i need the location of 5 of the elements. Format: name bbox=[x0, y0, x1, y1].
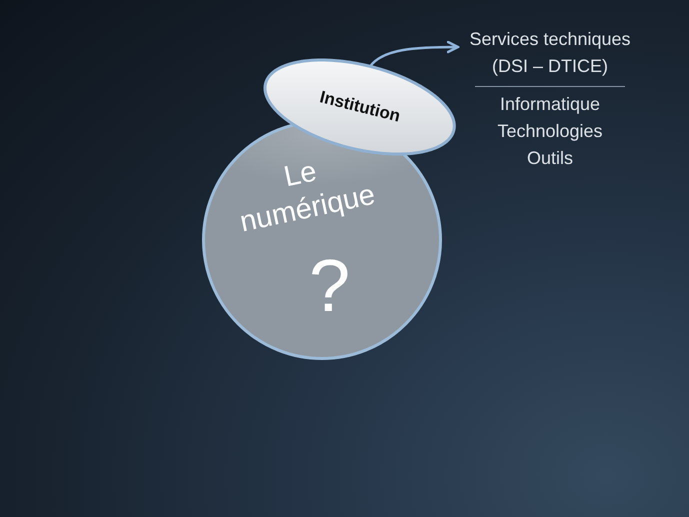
question-mark: ? bbox=[309, 249, 350, 323]
list-text: Informatique Technologies Outils bbox=[496, 93, 604, 170]
heading-text: Services techniques (DSI – DTICE) bbox=[468, 28, 632, 78]
arrow bbox=[369, 40, 460, 68]
node-title: Le numérique bbox=[236, 154, 379, 241]
